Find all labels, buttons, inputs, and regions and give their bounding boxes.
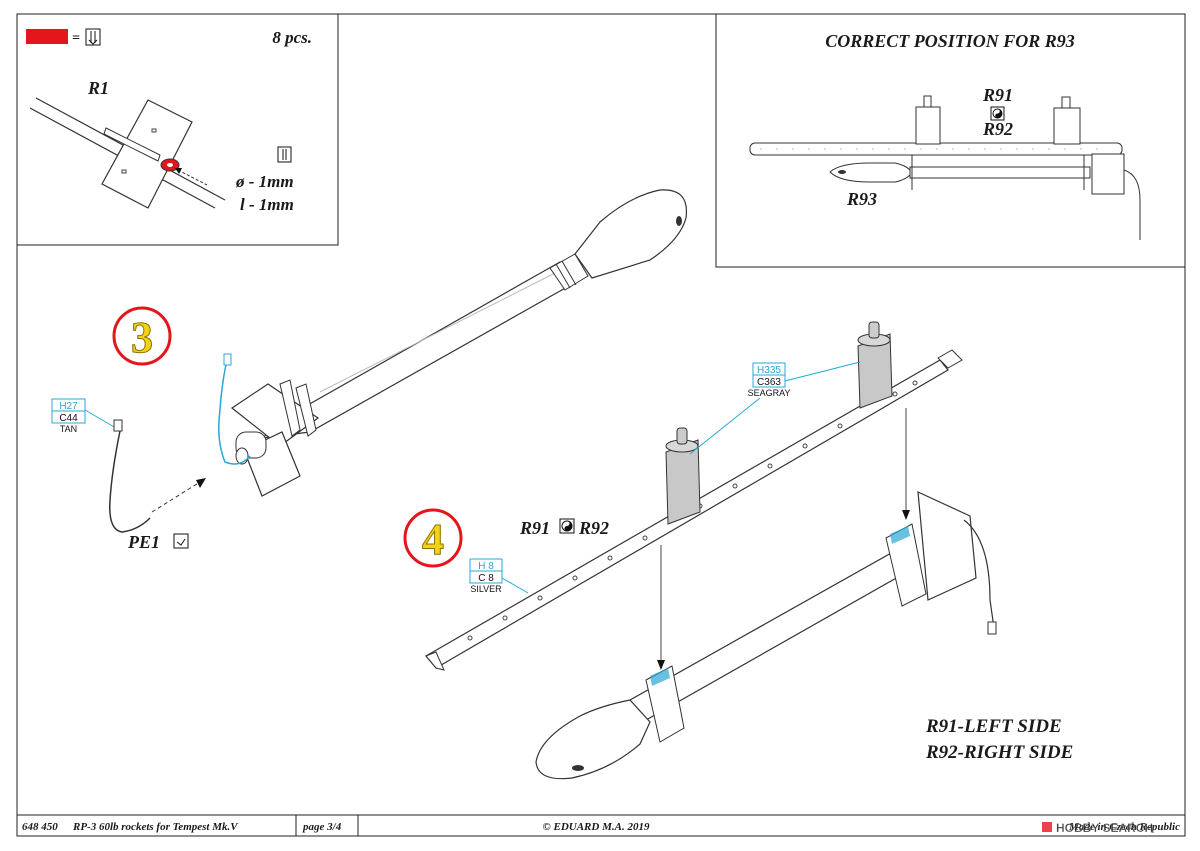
r93-inset-box: CORRECT POSITION FOR R93 R91 R92 R93 — [715, 13, 1186, 268]
silver-c-code: C 8 — [478, 573, 494, 584]
step-4-assembly: 4 R91 R92 — [403, 321, 997, 780]
drill-icon-small — [277, 146, 292, 163]
seagray-h-code: H335 — [757, 365, 781, 376]
drill-icon — [85, 28, 101, 46]
footer-made-in: Made in Czech Republic — [1068, 821, 1180, 833]
red-mark-swatch — [26, 29, 68, 44]
footer-copyright: © EDUARD M.A. 2019 — [543, 821, 650, 833]
seagray-name: SEAGRAY — [748, 388, 791, 398]
watermark: HOBBY SEARCH — [1042, 821, 1153, 835]
length-label: l - 1mm — [240, 195, 294, 214]
silver-name: SILVER — [470, 584, 502, 594]
fin-4 — [917, 491, 977, 601]
bracket-r91 — [665, 439, 701, 525]
footer-page: page 3/4 — [302, 821, 342, 833]
silver-h-code: H 8 — [478, 561, 494, 572]
pe1-cable-part: PE1 — [109, 419, 206, 552]
footer-code: 648 450 — [22, 821, 58, 833]
seagray-c-code: C363 — [757, 377, 781, 388]
watermark-text: HOBBY SEARCH — [1056, 821, 1153, 835]
warhead-3 — [574, 189, 688, 279]
page-frame — [16, 13, 1186, 837]
quantity-label: 8 pcs. — [272, 28, 312, 47]
step-3-number: 3 — [131, 313, 153, 362]
watermark-logo-icon — [1042, 822, 1052, 832]
step-4-badge — [403, 508, 463, 568]
inset-r93-label: R93 — [846, 189, 877, 209]
r91-label: R91 — [519, 518, 550, 538]
drill-detail-box: = 8 pcs. R1 ø - 1mm l - 1mm — [16, 13, 339, 246]
tan-h-code: H27 — [59, 401, 78, 412]
bend-icon — [173, 533, 189, 549]
r92-label: R92 — [578, 518, 609, 538]
right-side-label: R92-RIGHT SIDE — [925, 742, 1073, 763]
step-3-badge — [112, 306, 172, 366]
inset-r91-label: R91 — [982, 85, 1013, 105]
inset-title: CORRECT POSITION FOR R93 — [825, 31, 1075, 51]
inset-r92-label: R92 — [982, 119, 1013, 139]
step-3-assembly: 3 — [112, 189, 688, 497]
seagray-color-callout: H335 C363 SEAGRAY — [689, 361, 861, 455]
step-4-number: 4 — [422, 515, 444, 564]
cable-highlight — [218, 355, 251, 465]
legend-equals: = — [72, 31, 80, 46]
tan-name: TAN — [60, 424, 77, 434]
left-side-label: R91-LEFT SIDE — [925, 716, 1062, 737]
diameter-label: ø - 1mm — [235, 172, 294, 191]
pe1-label: PE1 — [127, 532, 160, 552]
footer-title: RP-3 60lb rockets for Tempest Mk.V — [72, 821, 239, 833]
warhead-4 — [535, 699, 651, 780]
tan-c-code: C44 — [59, 413, 78, 424]
r1-label: R1 — [87, 78, 109, 98]
silver-color-callout: H 8 C 8 SILVER — [469, 558, 529, 594]
tan-color-callout: H27 C44 TAN — [51, 398, 117, 434]
